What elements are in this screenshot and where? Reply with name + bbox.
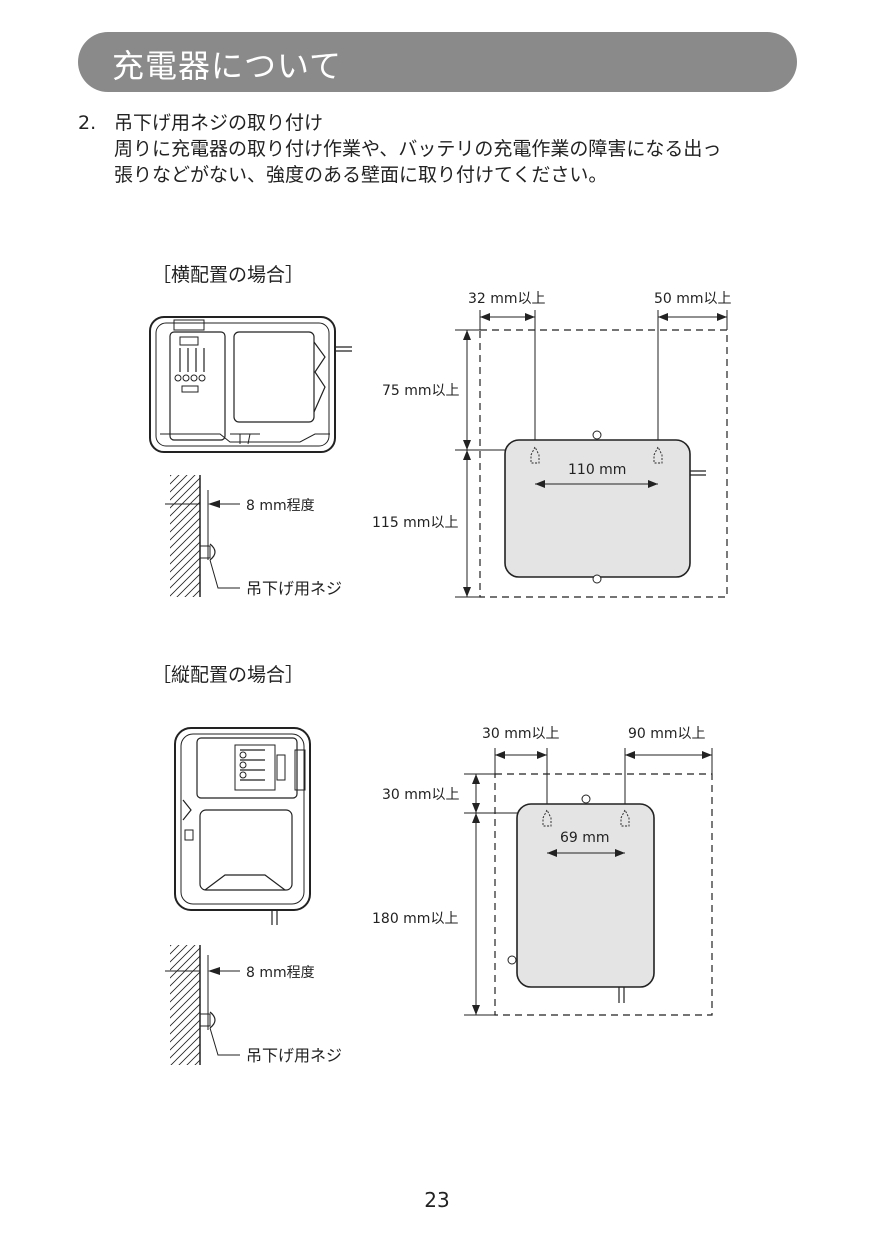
h-screw-spacing-label: 110 mm [568, 462, 626, 478]
h-height-label: 115 mm以上 [372, 515, 458, 531]
wall-screw-side-view-horizontal: 8 mm程度 吊下げ用ネジ [165, 475, 342, 598]
h-right-margin-label: 50 mm以上 [654, 291, 732, 307]
v-top-margin-label: 30 mm以上 [382, 787, 460, 803]
horizontal-dimension-diagram: 32 mm以上 50 mm以上 75 mm以上 115 mm以上 110 mm [372, 291, 732, 598]
v-right-margin-label: 90 mm以上 [628, 726, 706, 742]
charger-horizontal-illustration [149, 316, 352, 453]
section-header: 充電器について [78, 32, 797, 92]
charger-vertical-illustration [174, 727, 311, 925]
screw-depth-label-vertical: 8 mm程度 [246, 965, 315, 981]
v-height-label: 180 mm以上 [372, 911, 458, 927]
step-number: 2. [78, 112, 97, 134]
screw-label-vertical: 吊下げ用ネジ [246, 1046, 342, 1065]
horizontal-placement-label: ［横配置の場合］ [152, 264, 305, 286]
screw-label-horizontal: 吊下げ用ネジ [246, 579, 342, 598]
h-top-margin-label: 75 mm以上 [382, 383, 460, 399]
step-text-line-2: 張りなどがない、強度のある壁面に取り付けてください。 [114, 164, 608, 186]
v-screw-spacing-label: 69 mm [560, 830, 610, 846]
v-left-margin-label: 30 mm以上 [482, 726, 560, 742]
wall-screw-side-view-vertical: 8 mm程度 吊下げ用ネジ [165, 945, 342, 1065]
screw-depth-label-horizontal: 8 mm程度 [246, 498, 315, 514]
page-number: 23 [424, 1188, 450, 1212]
step-text-line-1: 周りに充電器の取り付け作業や、バッテリの充電作業の障害になる出っ [114, 138, 722, 160]
vertical-placement-label: ［縦配置の場合］ [152, 664, 305, 686]
step-heading: 吊下げ用ネジの取り付け [114, 112, 324, 134]
h-left-margin-label: 32 mm以上 [468, 291, 546, 307]
vertical-dimension-diagram: 30 mm以上 90 mm以上 30 mm以上 180 mm以上 69 mm [372, 726, 713, 1016]
section-title: 充電器について [112, 47, 343, 85]
